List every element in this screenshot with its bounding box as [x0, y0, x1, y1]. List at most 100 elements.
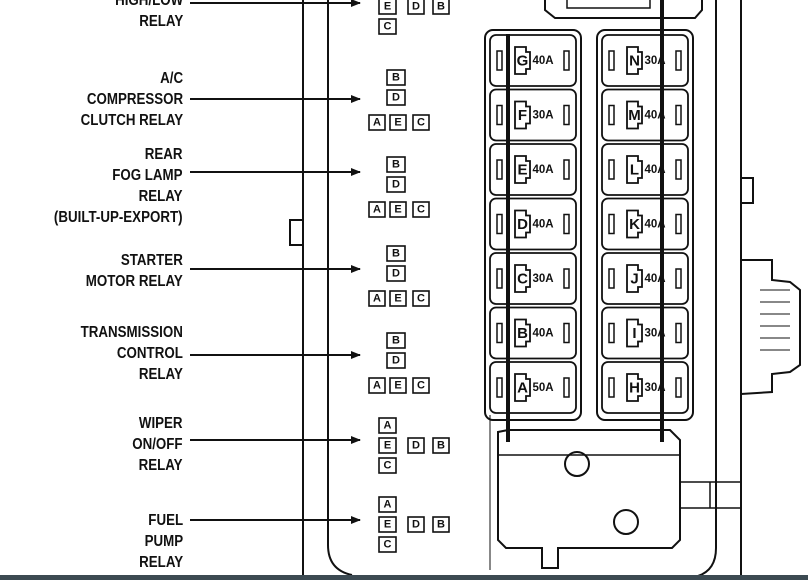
fuse-terminal-right — [675, 104, 682, 126]
terminal-letter: E — [394, 293, 401, 305]
terminal-box — [386, 265, 406, 282]
fuse-letter-box — [514, 155, 531, 184]
terminal-box — [386, 352, 406, 369]
terminal-box — [378, 536, 397, 553]
terminal-d: D — [407, 516, 425, 533]
fuse-cavity — [489, 306, 577, 360]
terminal-e: E — [389, 377, 407, 394]
terminal-box — [432, 437, 450, 454]
terminal-d: D — [386, 176, 406, 193]
terminal-letter: C — [384, 539, 392, 551]
terminal-box — [378, 437, 397, 454]
terminal-letter: A — [384, 499, 392, 511]
terminal-letter: B — [437, 440, 445, 452]
fuse-letter: C — [517, 271, 528, 288]
fuse-letter-box — [626, 264, 643, 293]
fuse-terminal-right — [563, 50, 570, 71]
fuse-terminal-right — [563, 322, 570, 344]
terminal-b: B — [432, 516, 450, 533]
fuse-letter: A — [517, 380, 528, 397]
terminal-e: E — [389, 114, 407, 131]
fuse-terminal-right — [563, 377, 570, 398]
fuse-terminal-right — [675, 213, 682, 235]
fuse-cavity — [489, 197, 577, 251]
fuse-terminal-left — [496, 268, 503, 289]
fuse-letter: K — [629, 216, 640, 233]
terminal-letter: C — [417, 293, 425, 305]
terminal-e: E — [378, 516, 397, 533]
fuse-cavity — [489, 252, 577, 305]
fuse-letter: H — [629, 380, 640, 397]
fuse-terminal-left — [608, 104, 615, 126]
fuse-terminal-left — [496, 159, 503, 180]
terminal-letter: E — [394, 380, 401, 392]
fuse-terminal-right — [675, 268, 682, 289]
fuse-rating: 40A — [532, 55, 553, 67]
fuse-terminal-right — [675, 377, 682, 398]
fuse-terminal-left — [496, 50, 503, 71]
terminal-box — [386, 332, 406, 349]
fuse-cavity — [601, 143, 689, 196]
terminal-a: A — [368, 377, 386, 394]
terminal-letter: A — [384, 420, 392, 432]
bottom-edge-bar — [0, 575, 808, 580]
terminal-box — [386, 89, 406, 106]
fuse-letter-box — [626, 373, 643, 402]
terminal-box — [432, 0, 450, 15]
terminal-b: B — [386, 245, 406, 262]
terminal-b: B — [432, 437, 450, 454]
fuse-terminal-right — [675, 322, 682, 344]
fuse-letter-box — [626, 318, 643, 348]
terminal-letter: C — [417, 117, 425, 129]
terminal-box — [386, 245, 406, 262]
terminal-letter: D — [412, 519, 420, 531]
terminal-letter: C — [417, 204, 425, 216]
terminal-letter: D — [412, 1, 420, 13]
terminal-letter: E — [384, 519, 391, 531]
terminal-c: C — [378, 18, 397, 35]
terminal-letter: D — [412, 440, 420, 452]
terminal-letter: E — [384, 1, 391, 13]
fuse-terminal-right — [563, 268, 570, 289]
terminal-e: E — [389, 201, 407, 218]
fuse-terminal-left — [608, 268, 615, 289]
terminal-d: D — [386, 89, 406, 106]
terminal-box — [378, 417, 397, 434]
fuse-letter: D — [517, 216, 528, 233]
mounting-hole-lower — [613, 509, 639, 535]
fuse-letter: I — [632, 325, 636, 342]
terminal-box — [378, 0, 397, 15]
terminal-d: D — [407, 437, 425, 454]
terminal-letter: B — [392, 248, 400, 260]
fuse-terminal-left — [496, 322, 503, 344]
terminal-a: A — [378, 417, 397, 434]
terminal-box — [389, 290, 407, 307]
terminal-letter: C — [417, 380, 425, 392]
fuse-terminal-right — [675, 50, 682, 71]
terminal-c: C — [412, 114, 430, 131]
fuse-terminal-left — [496, 104, 503, 126]
terminal-box — [389, 201, 407, 218]
fuse-bank-left — [484, 29, 582, 421]
fuse-terminal-right — [675, 159, 682, 180]
fuse-rating: 40A — [532, 219, 553, 231]
terminal-letter: D — [392, 355, 400, 367]
fuse-letter-box — [626, 100, 643, 130]
terminal-box — [368, 377, 386, 394]
